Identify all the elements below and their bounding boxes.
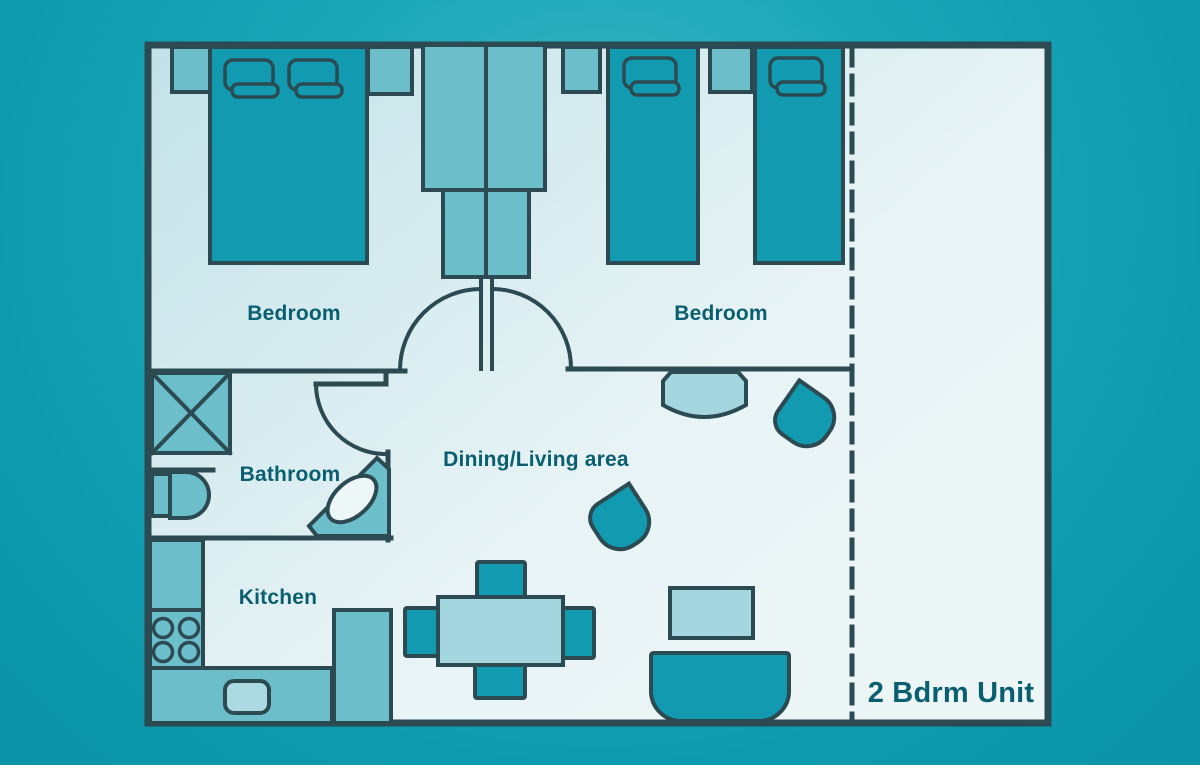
- bedroom-right-label: Bedroom: [674, 302, 768, 325]
- unit-label: 2 Bdrm Unit: [868, 677, 1035, 709]
- fixtures: [148, 43, 754, 725]
- bathroom-door-swing-arc: [313, 381, 389, 457]
- pillow-fold: [294, 82, 344, 99]
- dining-chair: [473, 663, 527, 700]
- toilet-bowl: [168, 470, 211, 520]
- bedroom-door-swing-arc-right: [489, 286, 574, 371]
- nightstand: [366, 45, 414, 96]
- bathroom-label: Bathroom: [240, 463, 341, 486]
- stove-burners: [151, 616, 201, 664]
- burner: [177, 616, 201, 640]
- pillow-fold: [775, 80, 827, 97]
- pillow-single-bed-2: [768, 56, 827, 97]
- kitchen-counter-left: [148, 538, 205, 612]
- dining-chair: [561, 606, 596, 660]
- kitchen-peninsula-counter: [332, 608, 393, 725]
- bedroom-left-label: Bedroom: [247, 302, 341, 325]
- single-bed: [753, 45, 845, 265]
- pillows-double-bed: [223, 58, 344, 99]
- sink-basin: [325, 473, 379, 525]
- toilet-tank: [150, 472, 172, 518]
- armchair: [773, 377, 837, 449]
- dining-chair: [403, 606, 440, 658]
- pillow-fold: [230, 82, 280, 99]
- burner: [151, 640, 175, 664]
- coffee-table: [668, 586, 755, 640]
- dining-chair: [475, 560, 527, 600]
- armchair: [588, 480, 652, 552]
- nightstand: [170, 45, 212, 94]
- kitchen-sink: [223, 679, 271, 715]
- nightstand: [561, 45, 602, 94]
- sofa: [649, 651, 791, 723]
- kitchen-label: Kitchen: [239, 586, 317, 609]
- labels: Bedroom Bedroom Bathroom Kitchen Dining/…: [239, 302, 1035, 709]
- burner: [177, 640, 201, 664]
- pillow-single-bed-1: [622, 56, 681, 97]
- dining-living-label: Dining/Living area: [443, 448, 629, 471]
- dark-furniture: [208, 45, 845, 723]
- burner: [151, 616, 175, 640]
- tv-stand: [661, 370, 748, 419]
- bedroom-door-swing-arc-left: [397, 286, 484, 373]
- floorplan-root: Bedroom Bedroom Bathroom Kitchen Dining/…: [144, 41, 1052, 727]
- pillow-fold: [629, 80, 681, 97]
- light-furniture: [223, 370, 755, 715]
- dining-table: [436, 595, 565, 667]
- nightstand: [708, 45, 754, 94]
- shower-cross: [149, 370, 233, 456]
